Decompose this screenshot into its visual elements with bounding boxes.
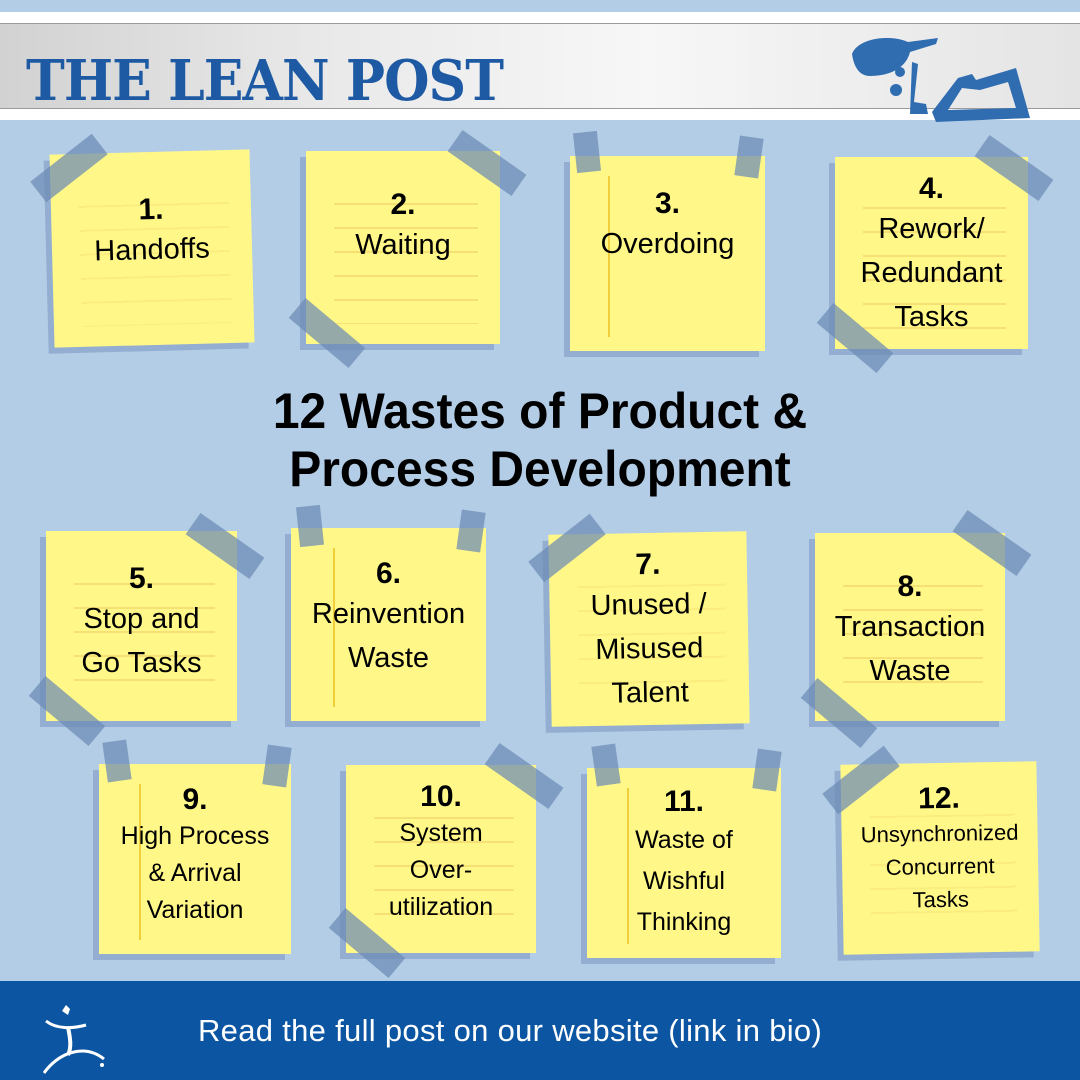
note-number: 5. — [128, 562, 155, 595]
note-label: Rework/ — [878, 213, 985, 245]
sticky-note-5: 5. Stop and Go Tasks — [46, 531, 237, 721]
note-number: 8. — [897, 570, 923, 603]
note-label: Waste — [869, 655, 951, 687]
note-margin-line — [333, 548, 335, 707]
header-bar: THE LEAN POST — [0, 23, 1080, 122]
sticky-note-11: 11. Waste of Wishful Thinking — [587, 768, 781, 958]
lean-enterprise-institute-figure-icon — [42, 1005, 105, 1074]
publication-title: THE LEAN POST — [26, 48, 504, 114]
footer-cta-text: Read the full post on our website (link … — [198, 1013, 823, 1048]
infographic-title: 12 Wastes of Product & Process Developme… — [22, 382, 1059, 498]
note-number: 9. — [182, 783, 208, 816]
note-lines — [863, 185, 1006, 329]
note-label: Go Tasks — [81, 647, 202, 679]
note-label: Concurrent — [885, 853, 995, 880]
note-label: Waste — [347, 642, 430, 674]
note-label: Talent — [611, 676, 690, 710]
sticky-note-10: 10. System Over- utilization — [346, 765, 536, 953]
note-number: 10. — [420, 780, 462, 813]
note-number: 2. — [390, 188, 416, 221]
footer-banner: Read the full post on our website (link … — [0, 981, 1080, 1080]
note-number: 11. — [663, 785, 705, 818]
note-number: 4. — [918, 172, 945, 205]
note-label: Tasks — [894, 301, 969, 333]
note-label: Stop and — [83, 603, 200, 635]
note-label: Transaction — [834, 611, 986, 643]
tape-strip — [102, 739, 132, 783]
note-label: Unused / — [590, 587, 707, 623]
title-line-1: 12 Wastes of Product & — [272, 383, 808, 439]
note-margin-line — [608, 176, 610, 337]
note-label: & Arrival — [148, 859, 242, 887]
note-margin-line — [627, 788, 629, 944]
note-lines — [74, 561, 215, 701]
note-label: Reinvention — [311, 598, 466, 630]
note-label: Redundant — [860, 257, 1003, 289]
note-label: Misused — [595, 632, 704, 666]
sticky-note-12: 12. Unsynchronized Concurrent Tasks — [840, 761, 1040, 955]
tape-strip — [295, 504, 325, 548]
note-label: utilization — [388, 893, 494, 921]
sticky-note-4: 4. Rework/ Redundant Tasks — [835, 157, 1028, 349]
sticky-note-3: 3. Overdoing — [570, 156, 765, 351]
note-number: 6. — [375, 557, 402, 590]
note-label: Thinking — [636, 908, 732, 936]
note-label: Wishful — [643, 867, 725, 895]
sticky-note-6: 6. Reinvention Waste — [291, 528, 486, 721]
note-number: 1. — [138, 192, 164, 227]
note-label: System — [399, 819, 483, 847]
sticky-note-7: 7. Unused / Misused Talent — [548, 531, 750, 727]
note-label: Waste of — [635, 826, 733, 854]
tape-strip — [572, 130, 602, 174]
title-line-2: Process Development — [289, 441, 791, 497]
note-label: Tasks — [912, 886, 970, 913]
lean-post-reader-logo-icon — [852, 38, 1030, 122]
note-label: Overdoing — [600, 228, 735, 260]
note-label: Waiting — [355, 229, 451, 261]
note-label: Unsynchronized — [860, 819, 1019, 848]
note-label: High Process — [120, 822, 270, 850]
note-label: Over- — [409, 856, 473, 884]
note-lines — [334, 181, 478, 324]
note-lines — [374, 795, 514, 933]
note-label: Variation — [146, 896, 244, 924]
note-margin-line — [139, 784, 141, 940]
header-banner: THE LEAN POST — [0, 12, 1080, 122]
note-label: Handoffs — [93, 232, 211, 268]
note-number: 3. — [654, 187, 681, 220]
sticky-note-1: 1. Handoffs — [49, 149, 255, 348]
sticky-note-2: 2. Waiting — [306, 151, 500, 344]
sticky-note-9: 9. High Process & Arrival Variation — [99, 764, 291, 954]
tape-strip — [591, 743, 621, 787]
note-lines — [843, 563, 983, 701]
sticky-note-8: 8. Transaction Waste — [815, 533, 1005, 721]
